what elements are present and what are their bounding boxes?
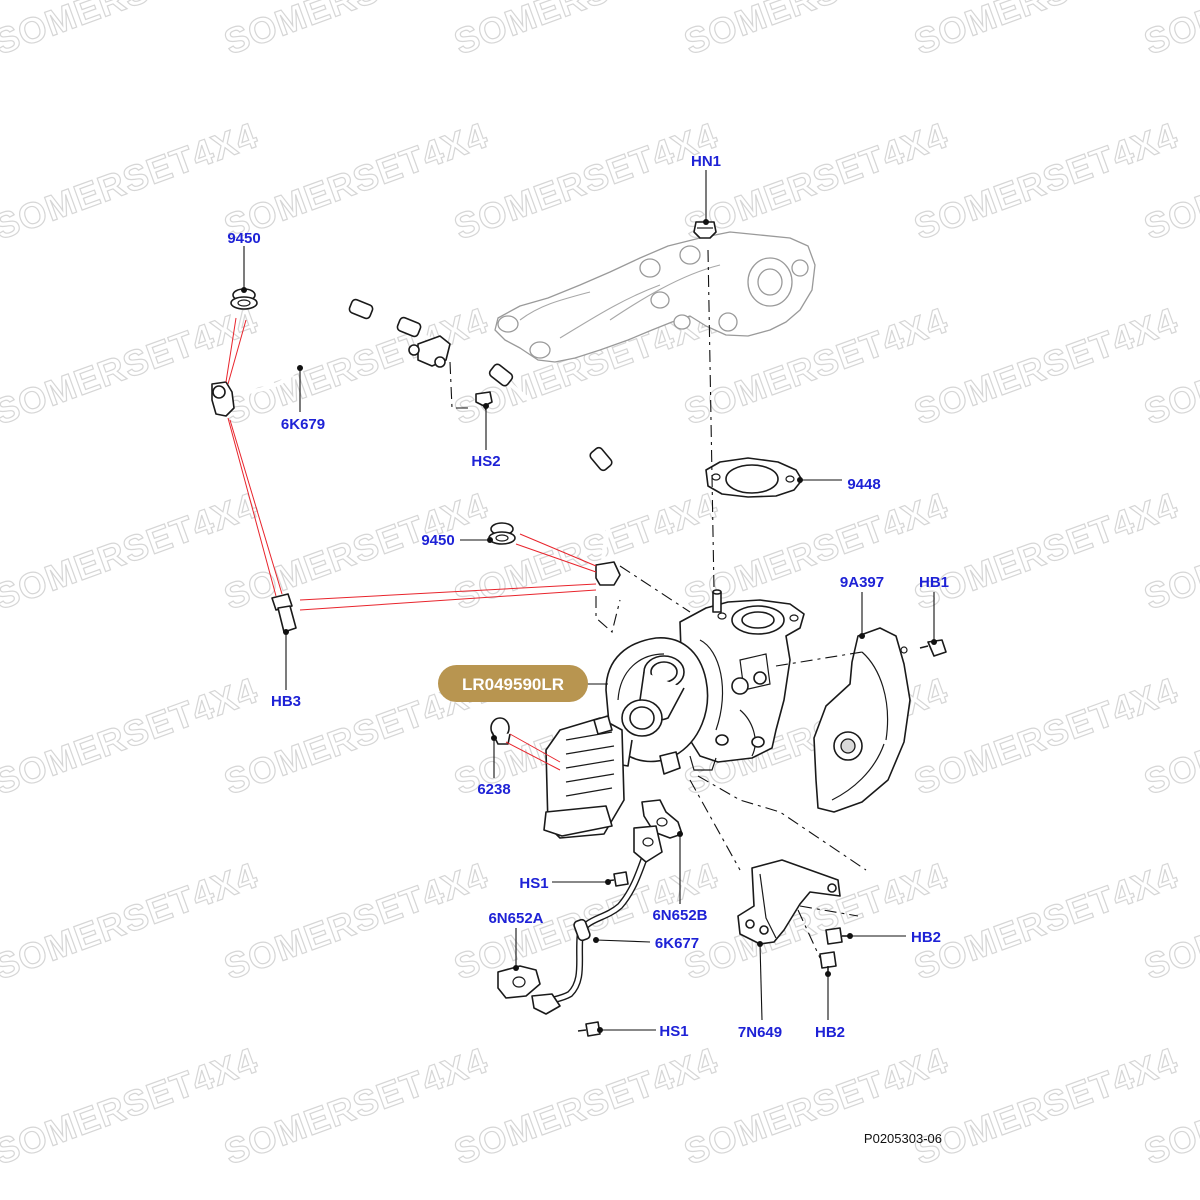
vnt-actuator	[543, 715, 625, 839]
callout-hb3: HB3	[271, 693, 301, 710]
callout-6k679: 6K679	[281, 416, 325, 433]
callout-hn1: HN1	[691, 153, 721, 170]
watermark-text: SOMERSET4X4	[0, 669, 263, 802]
watermark-text: SOMERSET4X4	[219, 854, 493, 987]
watermark-text: SOMERSET4X4	[449, 1039, 723, 1172]
callout-hb2-lower: HB2	[815, 1024, 845, 1041]
watermark-text: SOMERSET4X4	[909, 299, 1183, 432]
watermark-text: SOMERSET4X4	[909, 1039, 1183, 1172]
watermark-text: SOMERSET4X4	[909, 114, 1183, 247]
leader-lines	[241, 170, 937, 1033]
washer-9450-top	[230, 288, 258, 310]
hb3-bolt	[271, 593, 297, 633]
watermark-text: SOMERSET4X4	[909, 484, 1183, 617]
callout-9450-mid: 9450	[421, 532, 454, 549]
diagram-reference-code: P0205303-06	[864, 1131, 942, 1146]
callout-7n649: 7N649	[738, 1024, 782, 1041]
heat-shield-9a397	[813, 627, 911, 813]
callout-hs1-upper: HS1	[519, 875, 548, 892]
watermark-text: SOMERSET4X4	[219, 114, 493, 247]
alignment-lines	[449, 249, 867, 959]
hs1-bolt-lower	[577, 1021, 601, 1037]
oil-return-pipe-6k677	[531, 825, 663, 1015]
watermark-text: SOMERSET4X4	[219, 299, 493, 432]
watermark-text: SOMERSET4X4	[449, 114, 723, 247]
hn1-nut	[693, 221, 717, 239]
hb2-bolt-lower	[819, 951, 837, 974]
watermark-text: SOMERSET4X4	[909, 669, 1183, 802]
badge-part-number: LR049590LR	[462, 675, 564, 694]
watermark-text: SOMERSET4X4	[1139, 0, 1200, 63]
gasket-9448	[705, 457, 803, 498]
callout-hb1: HB1	[919, 574, 949, 591]
callout-6k677: 6K677	[655, 935, 699, 952]
washer-9450-mid	[488, 522, 516, 545]
callout-hs1-lower: HS1	[659, 1023, 688, 1040]
watermark-layer: SOMERSET4X4SOMERSET4X4SOMERSET4X4SOMERSE…	[0, 0, 1200, 1173]
callout-9448: 9448	[847, 476, 880, 493]
watermark-text: SOMERSET4X4	[0, 854, 263, 987]
exhaust-manifold-ghost	[494, 231, 816, 363]
watermark-text: SOMERSET4X4	[0, 484, 263, 617]
callout-6238: 6238	[477, 781, 510, 798]
callout-9450-top: 9450	[227, 230, 260, 247]
part-number-badge[interactable]: LR049590LR	[438, 665, 588, 702]
gasket-6n652a	[497, 965, 541, 999]
oil-feed-pipe-6k679	[211, 297, 621, 586]
callout-6n652b: 6N652B	[652, 907, 707, 924]
callout-6n652a: 6N652A	[488, 910, 543, 927]
callout-9a397: 9A397	[840, 574, 884, 591]
callout-hb2-right: HB2	[911, 929, 941, 946]
watermark-text: SOMERSET4X4	[219, 1039, 493, 1172]
callout-hs2: HS2	[471, 453, 500, 470]
watermark-text: SOMERSET4X4	[0, 1039, 263, 1172]
watermark-text: SOMERSET4X4	[0, 114, 263, 247]
bracket-7n649	[737, 859, 841, 945]
watermark-text: SOMERSET4X4	[679, 1039, 953, 1172]
watermark-text: SOMERSET4X4	[679, 114, 953, 247]
callout-labels: HN1 9450 6K679 HS2 9448 9450 9A397 HB1 H…	[227, 153, 949, 1041]
watermark-text: SOMERSET4X4	[219, 484, 493, 617]
watermark-text: SOMERSET4X4	[909, 854, 1183, 987]
red-highlight-lines	[225, 317, 597, 771]
turbocharger-assembly	[597, 589, 805, 775]
